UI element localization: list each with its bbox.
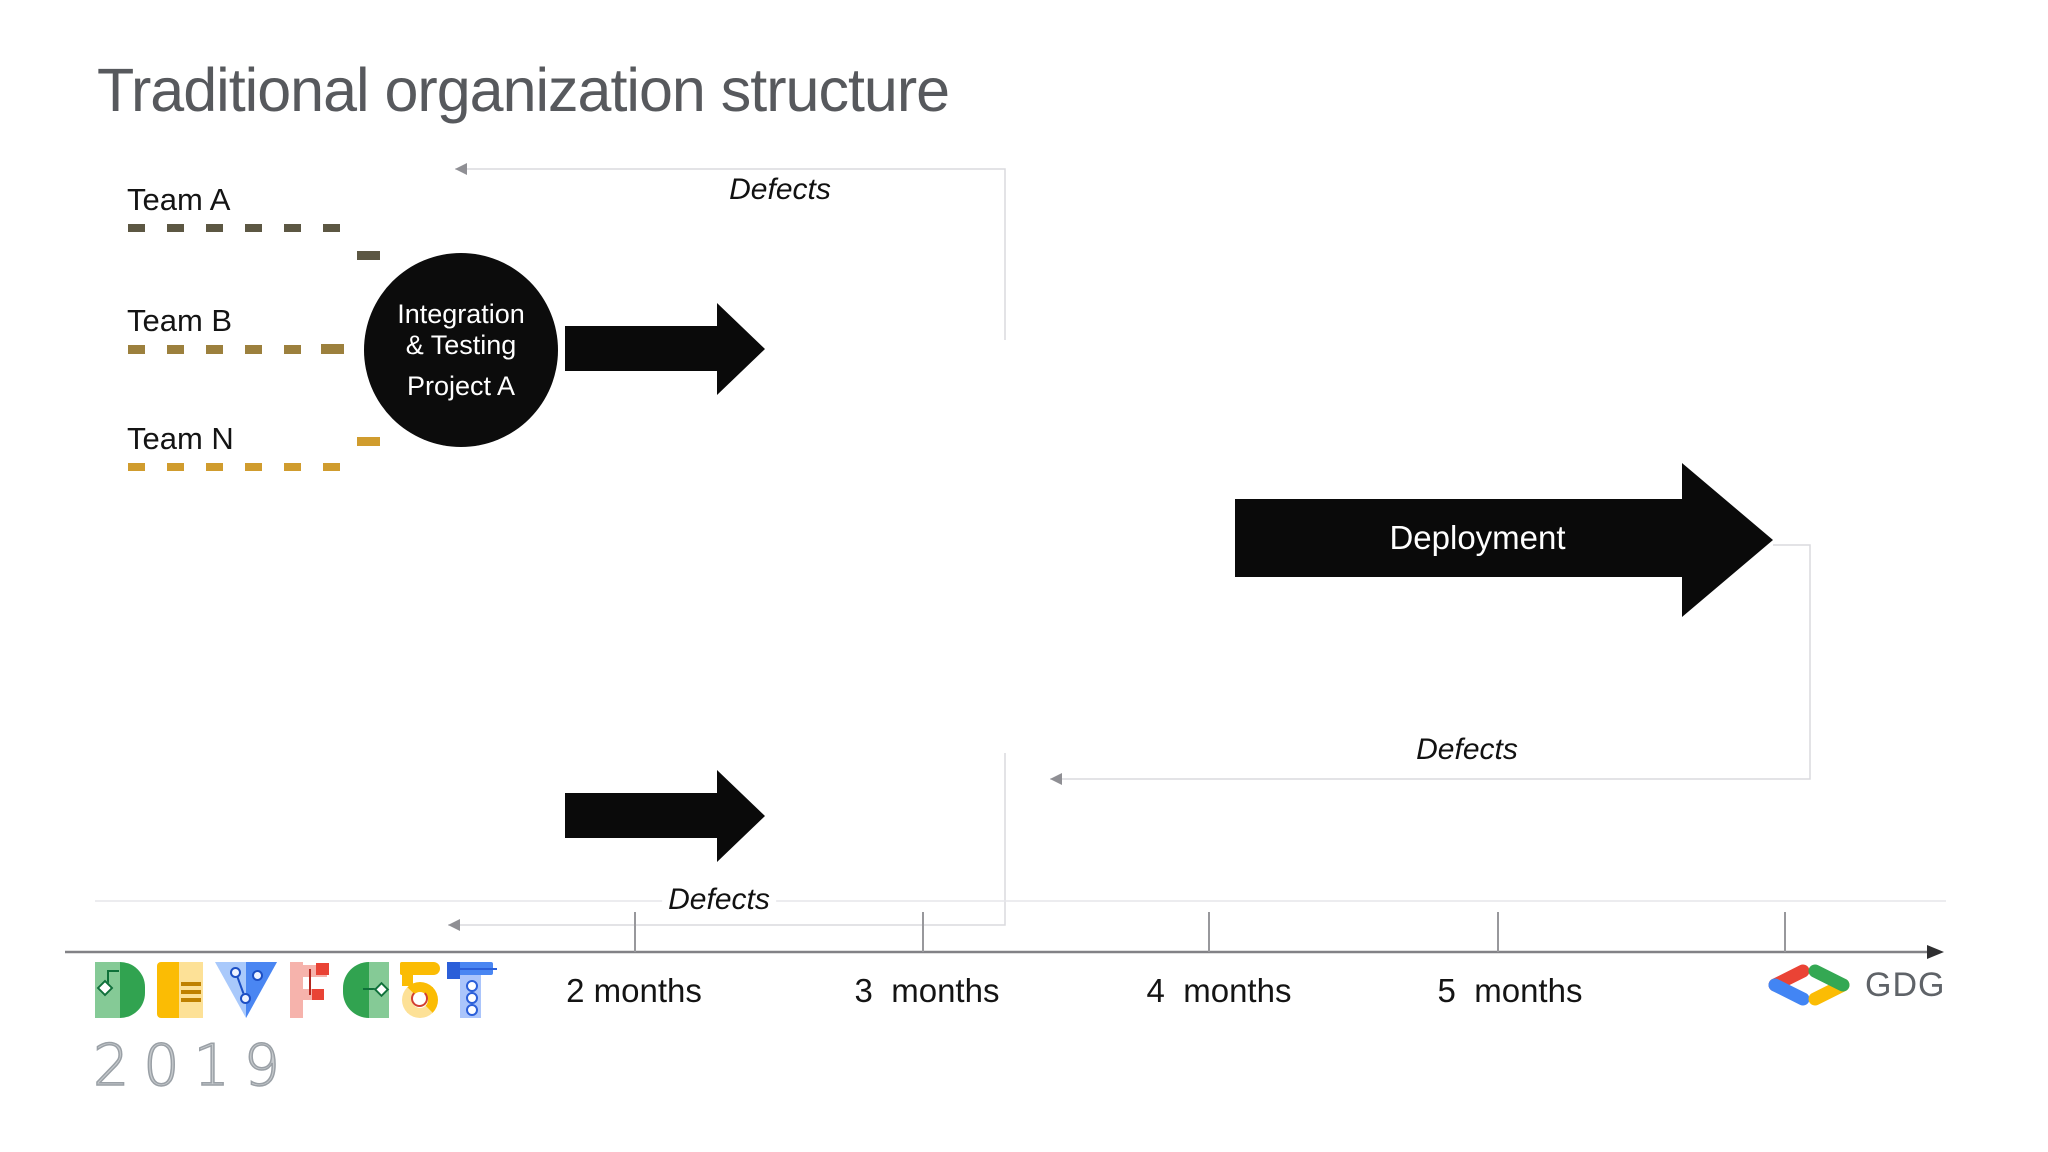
timeline-label-5-months: 5 months	[1437, 972, 1583, 1009]
devfest-letter-d	[95, 962, 145, 1018]
devfest-letter-f	[290, 962, 332, 1018]
deployment-arrow-label: Deployment	[1389, 519, 1566, 556]
defects-loop-right-arrowhead-icon	[1050, 773, 1062, 785]
team-b-label: Team B	[127, 303, 233, 338]
defects-loop-bottom-line	[448, 753, 1006, 926]
devfest-letter-v	[215, 962, 277, 1018]
timeline-label-2-months: 2 months	[566, 972, 702, 1009]
defects-label-bottom: Defects	[662, 883, 776, 917]
gdg-label: GDG	[1865, 965, 1946, 1004]
defects-loop-top-line	[455, 168, 1006, 340]
defects-label-right: Defects	[1416, 733, 1518, 766]
timeline-label-4-months: 4 months	[1146, 972, 1292, 1009]
deployment-arrow-icon	[1235, 463, 1773, 617]
team-a-dashed-line	[128, 224, 346, 232]
timeline-label-3-months: 3 months	[854, 972, 1000, 1009]
devfest-year-label: 2019	[92, 1032, 295, 1100]
devfest-letter-e2	[343, 962, 390, 1018]
defects-loop-top-arrowhead-icon	[455, 163, 467, 175]
devfest-letter-s	[400, 962, 440, 1018]
team-n-label: Team N	[127, 421, 234, 456]
defects-label-top: Defects	[729, 173, 831, 206]
team-b-converge-dash	[321, 344, 344, 354]
integration-line2: & Testing	[405, 329, 517, 360]
gdg-logo: GDG	[1763, 963, 1945, 1007]
devfest-logo	[93, 962, 497, 1018]
devfest-letter-t	[447, 962, 497, 1018]
integration-testing-circle: Integration & Testing Project A	[364, 253, 558, 447]
team-n-converge-dash	[357, 437, 380, 446]
project-a-label: Project A	[406, 370, 516, 401]
page-title: Traditional organization structure	[97, 56, 950, 124]
team-n-dashed-line	[128, 463, 346, 471]
team-a-label: Team A	[127, 182, 231, 217]
team-a-converge-dash	[357, 251, 380, 260]
defects-loop-right-line	[1050, 544, 1811, 780]
gdg-chevrons-icon	[1768, 964, 1850, 1006]
integration-line1: Integration	[397, 298, 525, 329]
devfest-letter-e	[157, 962, 203, 1018]
team-b-dashed-line	[128, 345, 320, 354]
defects-loop-bottom-arrowhead-icon	[448, 919, 460, 931]
second-flow-arrow-icon	[565, 770, 765, 862]
timeline-arrowhead-icon	[1927, 945, 1944, 959]
integration-output-arrow-icon	[565, 303, 765, 395]
